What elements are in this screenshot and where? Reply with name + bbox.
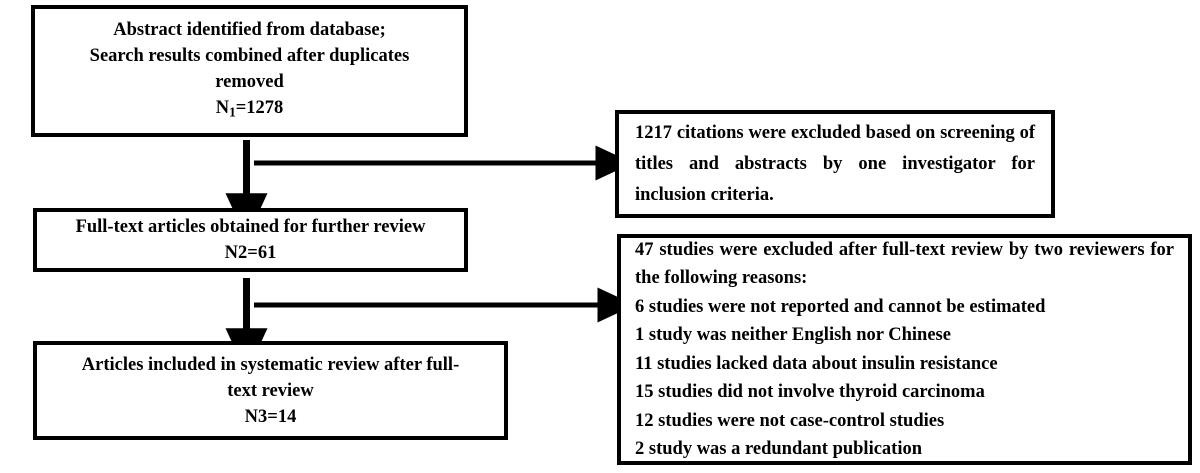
identified-count-prefix: N xyxy=(215,97,230,118)
identified-count-label: N1=1278 xyxy=(216,95,284,126)
box-fulltext-obtained: Full-text articles obtained for further … xyxy=(33,208,468,272)
exclusion-reason-item: 6 studies were not reported and cannot b… xyxy=(635,296,1046,317)
fulltext-line-1: Full-text articles obtained for further … xyxy=(75,217,426,237)
exclusion-reason-item: 1 study was neither English nor Chinese xyxy=(635,325,951,345)
box-articles-included: Articles included in systematic review a… xyxy=(33,341,508,440)
exclusion-reason-item: 12 studies were not case-control studies xyxy=(635,410,945,431)
excluded-fulltext-intro: 47 studies were excluded after full-text… xyxy=(635,239,1174,289)
included-line-1: Articles included in systematic review a… xyxy=(81,354,460,375)
box-records-identified: Abstract identified from database; Searc… xyxy=(31,5,468,137)
identified-count-subscript: 1 xyxy=(229,104,236,120)
fulltext-count-label: N2=61 xyxy=(224,243,277,263)
identified-line-1: Abstract identified from database; xyxy=(113,19,386,40)
included-count-label: N3=14 xyxy=(244,406,297,427)
exclusion-reason-item: 15 studies did not involve thyroid carci… xyxy=(635,382,985,402)
identified-count-suffix: =1278 xyxy=(235,97,284,118)
box-excluded-at-screening: 1217 citations were excluded based on sc… xyxy=(615,110,1055,218)
box-excluded-after-fulltext: 47 studies were excluded after full-text… xyxy=(617,234,1192,465)
excluded-screening-text: 1217 citations were excluded based on sc… xyxy=(635,122,1035,205)
exclusion-reason-item: 2 study was a redundant publication xyxy=(635,439,923,459)
identified-line-2: Search results combined after duplicates xyxy=(89,45,410,66)
identified-line-3: removed xyxy=(215,71,284,92)
included-line-2: text review xyxy=(227,380,314,401)
exclusion-reason-item: 11 studies lacked data about insulin res… xyxy=(635,353,998,374)
